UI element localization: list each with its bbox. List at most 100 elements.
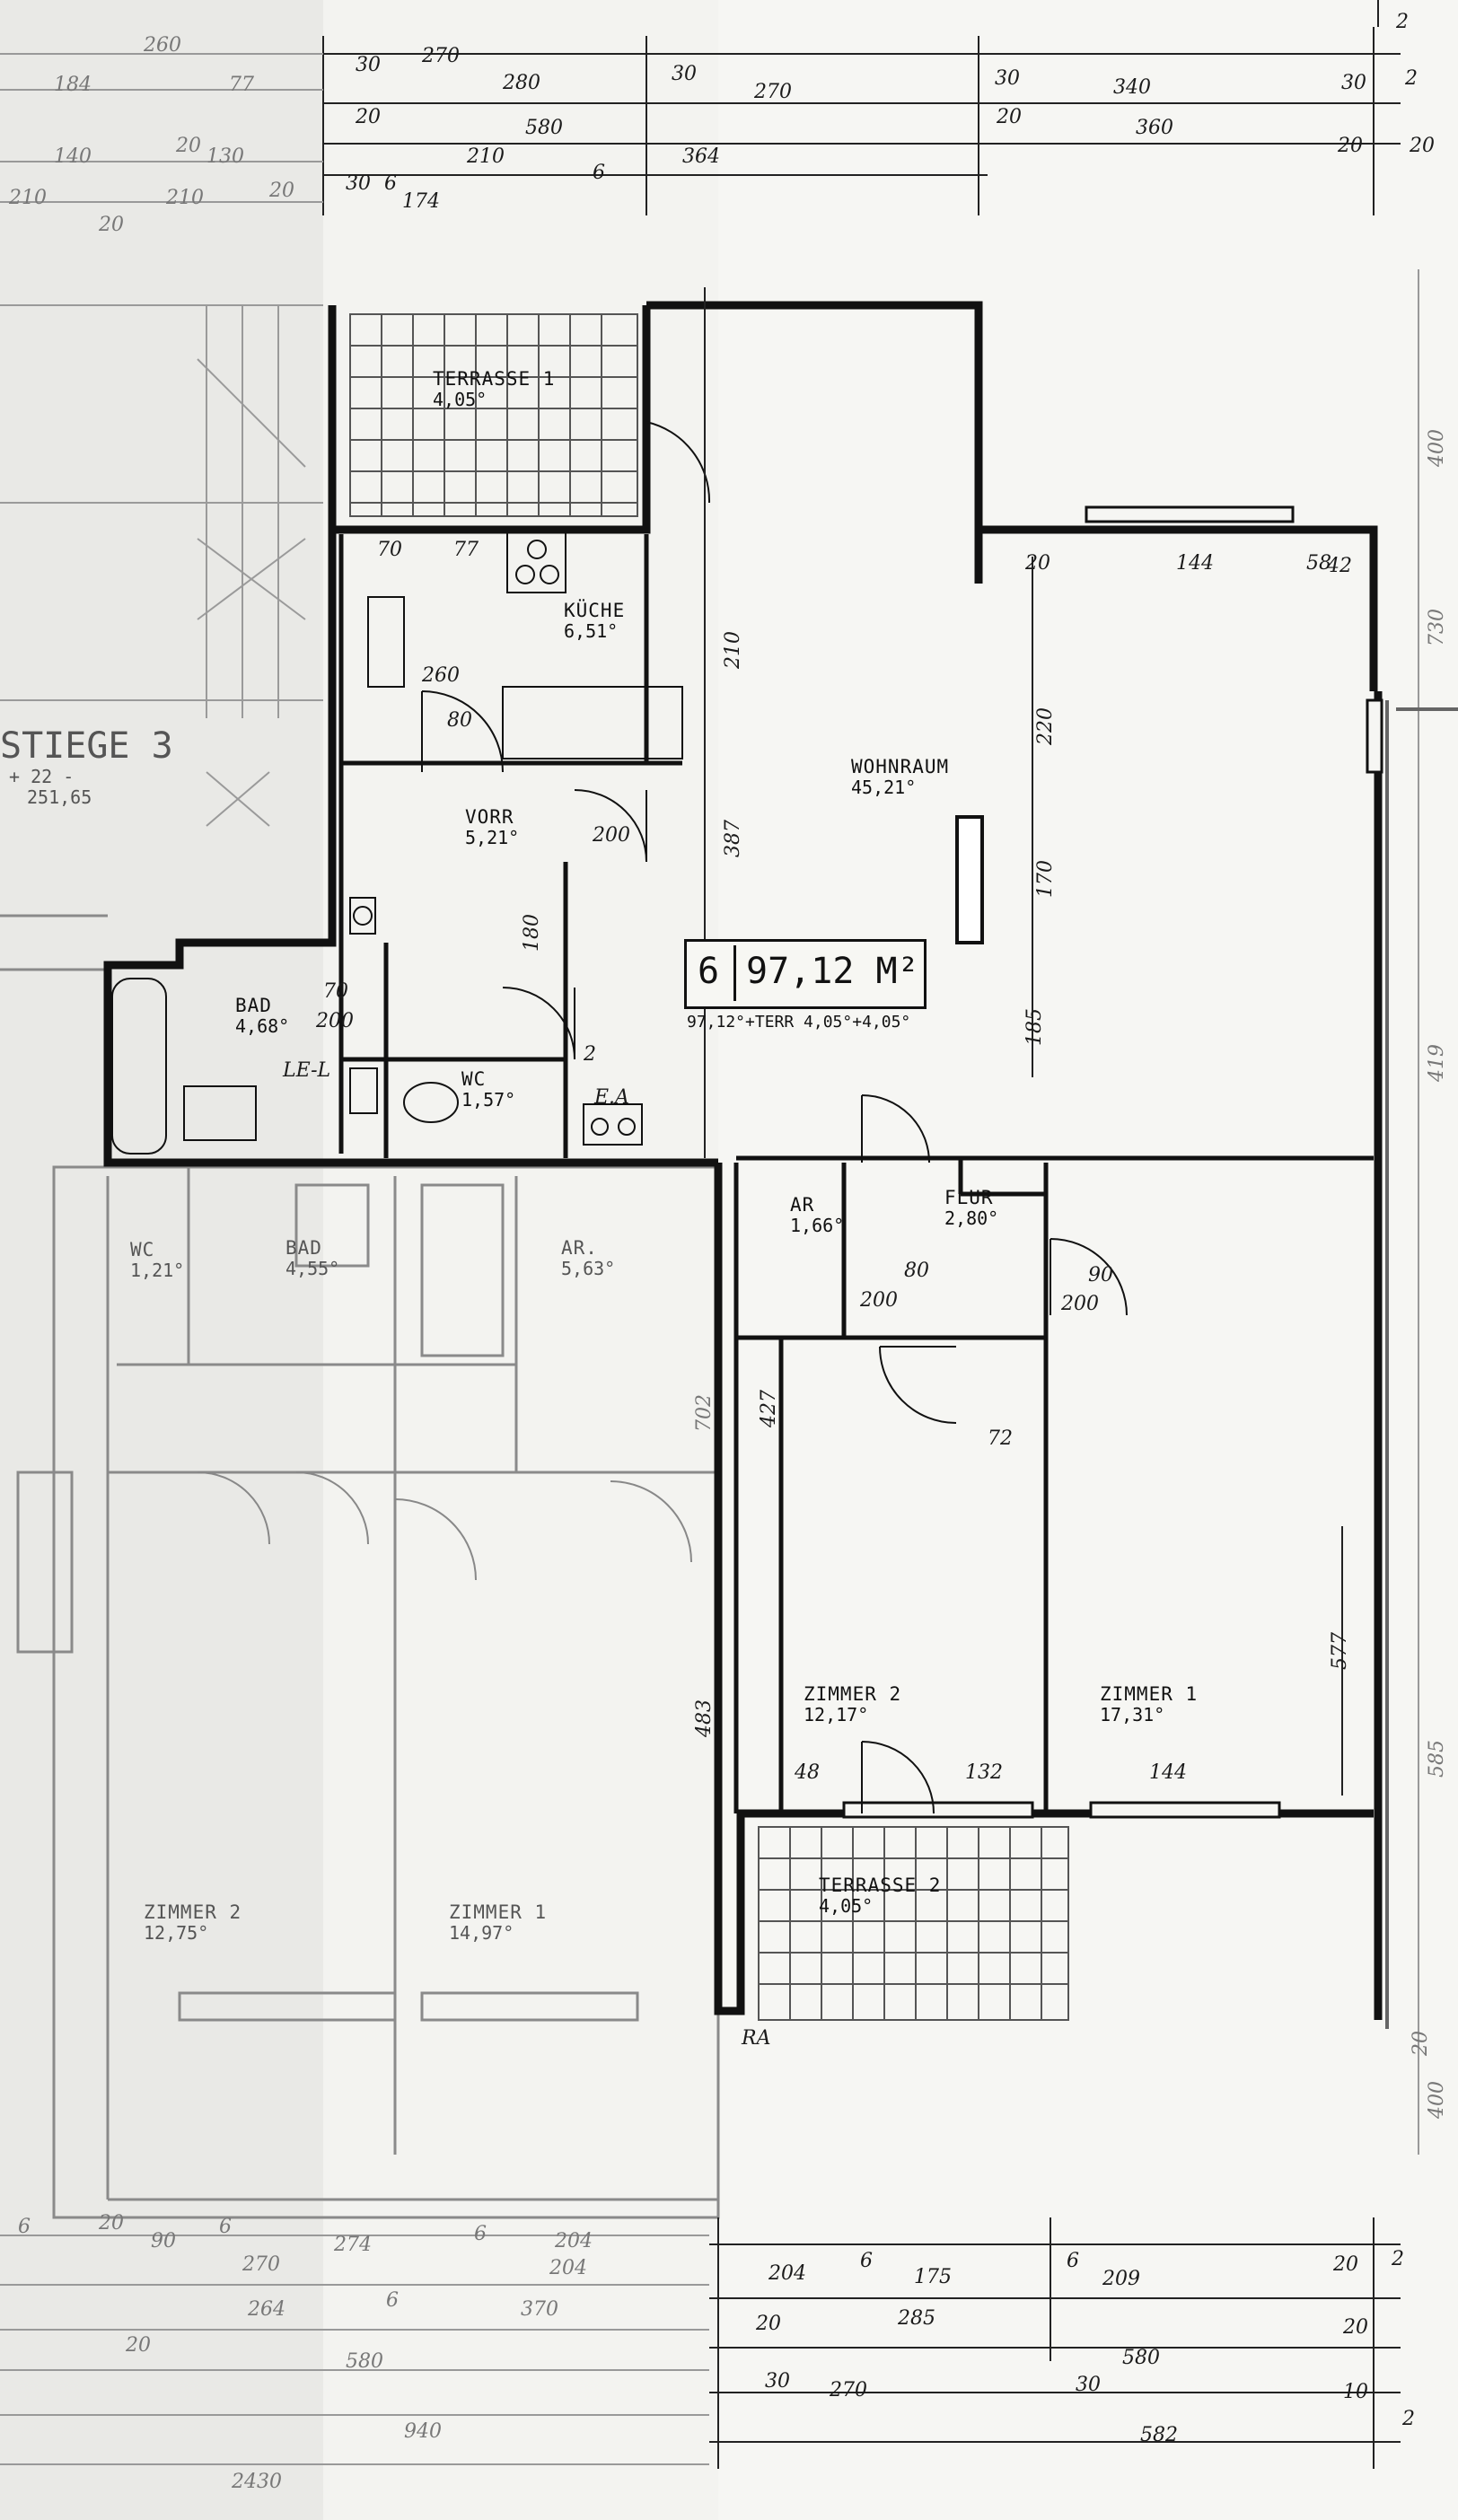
room-name: ZIMMER 2: [144, 1901, 242, 1923]
dim-inner: 220: [1034, 707, 1057, 745]
dim-top: 130: [206, 145, 244, 168]
dim-inner: 387: [722, 820, 744, 857]
room-name: KÜCHE: [564, 600, 626, 621]
dim-top: 270: [754, 81, 792, 103]
stair-level: + 22 -: [9, 766, 75, 787]
dim-top: 20: [356, 106, 381, 128]
dim-top: 30: [995, 67, 1020, 90]
dim-top: 270: [422, 45, 460, 67]
dim-inner: 185: [1023, 1008, 1046, 1046]
dim-inner: 42: [1327, 555, 1352, 577]
room-area: 6,51°: [564, 620, 619, 643]
dim-inner: 210: [722, 631, 744, 669]
dim-inner: 144: [1149, 1761, 1187, 1784]
dim-inner: 80: [904, 1260, 929, 1282]
dim-inner: 170: [1034, 860, 1057, 898]
room-area: 12,75°: [144, 1922, 209, 1945]
unit-number: 6: [698, 951, 720, 992]
dim-top: 210: [9, 187, 47, 209]
dim-top: 280: [503, 72, 540, 94]
paper-shade-mid: [323, 0, 718, 2520]
dim-inner: 90: [1088, 1264, 1113, 1286]
dim-bottom: 204: [769, 2262, 806, 2285]
room-wc: WC 1,57°: [461, 1068, 515, 1111]
room-zimmer-2: ZIMMER 2 12,17°: [804, 1683, 901, 1725]
room-terrasse-2: TERRASSE 2 4,05°: [819, 1875, 941, 1917]
dim-right: 400: [1426, 2081, 1448, 2119]
tag-label: E.A: [594, 1086, 629, 1109]
room-name: TERRASSE 2: [819, 1875, 942, 1896]
dim-inner: 483: [693, 1699, 716, 1737]
dim-bottom: 6: [18, 2216, 31, 2238]
room-name: TERRASSE 1: [433, 368, 556, 390]
tag-label: RA: [742, 2027, 771, 2050]
room-name: ZIMMER 1: [1100, 1683, 1199, 1705]
room-name: FLUR: [944, 1187, 994, 1208]
room-zimmer-1: ZIMMER 1 17,31°: [1100, 1683, 1198, 1725]
room-area: 4,05°: [433, 389, 487, 411]
neighbor-apartment: [0, 914, 720, 2219]
room-area: 17,31°: [1100, 1704, 1165, 1726]
dim-inner: 132: [965, 1761, 1003, 1784]
dim-bottom: 6: [1067, 2250, 1079, 2272]
room-name: WC: [130, 1239, 155, 1260]
room-name: WOHNRAUM: [851, 756, 950, 777]
dim-inner: 144: [1176, 552, 1214, 575]
neighbor-zimmer-1: ZIMMER 1 14,97°: [449, 1901, 547, 1944]
room-terrasse-1: TERRASSE 1 4,05°: [433, 368, 555, 410]
dim-bottom: 30: [765, 2370, 790, 2393]
dim-inner: 20: [1025, 552, 1050, 575]
dim-bottom: 20: [756, 2313, 781, 2335]
room-bad: BAD 4,68°: [235, 995, 289, 1037]
dim-bottom: 20: [99, 2212, 124, 2235]
dim-inner: 58: [1306, 552, 1331, 575]
dim-top: 30: [672, 63, 697, 85]
outer-walls: [103, 301, 1383, 2020]
room-area: 1,21°: [130, 1260, 185, 1282]
dim-inner: 260: [422, 664, 460, 687]
dimension-lines: [322, 0, 1401, 2469]
dim-right: 730: [1426, 609, 1448, 646]
dim-top: 20: [1338, 135, 1363, 157]
dim-top: 360: [1136, 117, 1173, 139]
dim-inner: 577: [1329, 1632, 1351, 1670]
dim-inner: 427: [758, 1390, 780, 1427]
dim-top: 20: [176, 135, 201, 157]
neighbor-zimmer-2: ZIMMER 2 12,75°: [144, 1901, 242, 1944]
room-area: 1,57°: [461, 1089, 516, 1111]
dim-bottom: 270: [830, 2379, 867, 2401]
dim-bottom: 6: [860, 2250, 873, 2272]
area-box-divider: [733, 945, 736, 1001]
stair-name: STIEGE 3: [0, 725, 173, 767]
room-area: 1,66°: [790, 1215, 845, 1237]
dim-bottom: 285: [898, 2307, 935, 2330]
dim-bottom: 204: [549, 2257, 587, 2279]
room-vorr: VORR 5,21°: [465, 806, 519, 848]
dim-bottom: 10: [1343, 2381, 1368, 2403]
dim-top: 77: [229, 74, 254, 96]
dim-top: 6: [593, 162, 605, 184]
room-area: 4,68°: [235, 1015, 290, 1038]
dim-top: 20: [269, 180, 294, 202]
dim-top: 340: [1113, 76, 1151, 99]
dim-right: 585: [1426, 1740, 1448, 1778]
dim-bottom: 2: [1402, 2408, 1415, 2430]
room-name: VORR: [465, 806, 514, 828]
dim-right: 419: [1426, 1044, 1448, 1082]
dim-top: 2: [1396, 11, 1409, 33]
dim-top: 30: [346, 172, 371, 195]
dim-bottom: 209: [1102, 2268, 1140, 2290]
dim-bottom: 6: [219, 2216, 232, 2238]
neighbor-bad: BAD 4,55°: [285, 1237, 339, 1279]
room-name: BAD: [235, 995, 272, 1016]
dim-top: 210: [166, 187, 204, 209]
dim-bottom: 580: [346, 2350, 383, 2373]
interior-walls: [338, 534, 1374, 1813]
room-area: 4,55°: [285, 1258, 340, 1280]
room-name: AR: [790, 1194, 815, 1216]
neighbor-wc: WC 1,21°: [130, 1239, 184, 1281]
room-area: 45,21°: [851, 777, 917, 799]
dim-top: 30: [356, 54, 381, 76]
room-area: 14,97°: [449, 1922, 514, 1945]
